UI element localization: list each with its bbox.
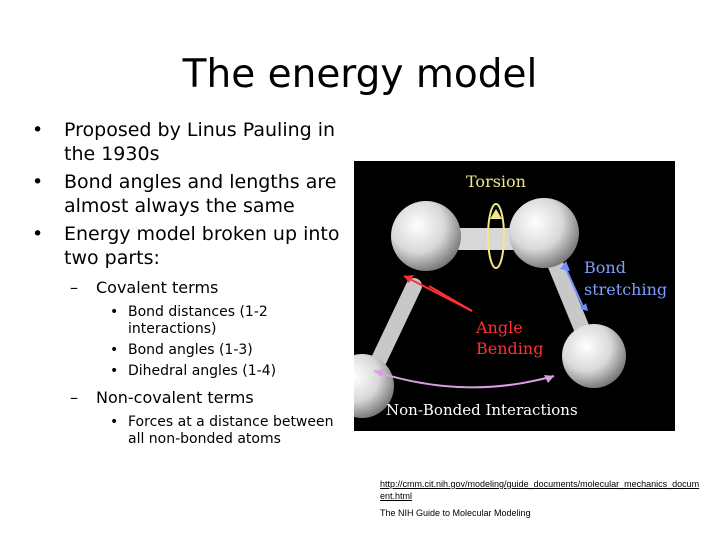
sub-sub-bullet: •Bond angles (1-3): [110, 342, 253, 358]
label-bending: Bending: [476, 339, 543, 358]
angle-arrow-icon: [428, 285, 473, 312]
slide-title: The energy model: [182, 52, 538, 97]
molecule-svg: Torsion Bond stretching Angle Bending No…: [330, 172, 667, 419]
sub-sub-bullet: •Dihedral angles (1-4): [110, 363, 277, 379]
molecule-diagram: Torsion Bond stretching Angle Bending No…: [330, 161, 675, 431]
bullet-item: •Energy model broken up into two parts:: [32, 223, 340, 269]
arrowhead-icon: [544, 375, 554, 383]
nonbonded-arc-icon: [373, 370, 555, 389]
arrowhead-icon: [374, 369, 384, 377]
atom: [509, 198, 579, 268]
bullet-item: •Proposed by Linus Pauling in the 1930s: [32, 119, 336, 165]
arrowhead-icon: [560, 261, 570, 271]
bond-stick: [368, 278, 422, 374]
sub-sub-bullet: •Bond distances (1-2 interactions): [110, 304, 268, 337]
bond-stretch-arrow-icon: [565, 268, 585, 310]
arrowhead-icon: [404, 275, 414, 283]
sub-bullet-covalent: –Covalent terms: [70, 278, 219, 297]
label-nonbonded: Non-Bonded Interactions: [386, 401, 578, 419]
label-torsion: Torsion: [466, 172, 526, 191]
arrowhead-icon: [580, 303, 588, 311]
atom: [391, 201, 461, 271]
sub-bullet-noncovalent: –Non-covalent terms: [70, 388, 254, 407]
label-angle: Angle: [475, 318, 523, 337]
label-stretching: stretching: [584, 280, 667, 299]
torsion-arrowhead-icon: [490, 209, 502, 219]
torsion-arrow-icon: [487, 203, 505, 269]
sub-sub-bullet: •Forces at a distance between all non-bo…: [110, 414, 334, 447]
label-bond: Bond: [584, 258, 626, 277]
atom: [562, 324, 626, 388]
source-link[interactable]: http://cmm.cit.nih.gov/modeling/guide_do…: [380, 479, 700, 501]
source-caption: The NIH Guide to Molecular Modeling: [380, 508, 531, 518]
bullet-list: •Proposed by Linus Pauling in the 1930s …: [28, 118, 348, 452]
bullet-item: •Bond angles and lengths are almost alwa…: [32, 171, 337, 217]
